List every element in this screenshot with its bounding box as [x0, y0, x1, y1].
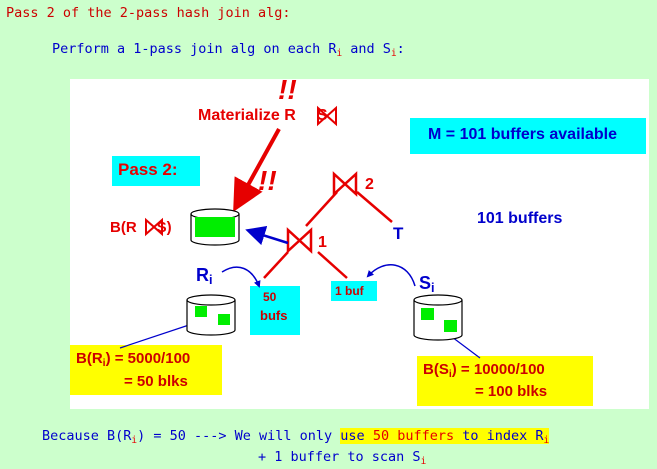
output-arrow-icon [245, 225, 289, 246]
disk-cylinder-icon [413, 294, 463, 341]
si-main: S [419, 273, 432, 293]
join-bowtie-icon [317, 105, 337, 127]
footer-line1: Because B(Ri) = 50 ---> We will only use… [42, 428, 550, 446]
pass2-label: Pass 2: [118, 160, 178, 179]
footer-line2: + 1 buffer to scan Si [258, 449, 427, 467]
ri-main: R [196, 265, 209, 285]
footer-mid: ) = 50 ---> We will only [137, 428, 341, 444]
bang-top: !! [278, 74, 297, 105]
header-title: Pass 2 of the 2-pass hash join alg: [6, 5, 291, 21]
subtitle-text-and: and S [342, 41, 391, 57]
memory-label: M = 101 buffers available [428, 126, 617, 143]
bri-line1: B(Ri) = 5000/100 [76, 350, 191, 369]
materialize-arrow-icon [233, 128, 281, 213]
footer-hl-sub: i [543, 435, 550, 446]
buf1-label: 1 buf [335, 284, 364, 298]
ri-sub: i [209, 273, 213, 287]
bri-sub: i [102, 357, 106, 369]
edge-join1-bufs50 [263, 251, 289, 279]
si-curve-arrow-icon [366, 264, 416, 287]
si-label: Si [419, 273, 435, 294]
ri-label: Ri [196, 265, 213, 286]
memory-box [410, 118, 646, 154]
edge-join2-join1 [305, 191, 338, 227]
ri-curve-arrow-icon [221, 266, 261, 288]
b-rs-suffix: S) [156, 219, 172, 236]
join-bowtie-icon [332, 171, 358, 197]
bri-line2: = 50 blks [124, 373, 188, 390]
bri-prefix: B(R [76, 350, 103, 367]
t-label: T [393, 224, 404, 243]
bufs50-box [250, 286, 300, 335]
footer-sub: i [131, 435, 138, 446]
footer-hl-50: 50 buffers [372, 428, 455, 444]
join-bowtie-icon [145, 217, 163, 237]
join-bowtie-icon [286, 227, 313, 254]
bsi-prefix: B(S [423, 361, 449, 378]
disk-cylinder-icon [190, 208, 240, 246]
footer-line2-sub: i [420, 456, 427, 467]
b-rs-label: B(R S) [110, 219, 172, 236]
materialize-suffix: S [316, 107, 328, 124]
bufs50-num: 50 [263, 290, 277, 304]
materialize-label: Materialize R S [198, 107, 327, 125]
bsi-suffix: ) = 10000/100 [451, 361, 545, 378]
bri-suffix: ) = 5000/100 [105, 350, 191, 367]
tree-edges [263, 191, 393, 279]
join1-number: 1 [318, 234, 327, 251]
footer-prefix: Because B(R [42, 428, 132, 444]
bsi-sub: i [448, 368, 452, 380]
edge-join1-buf1 [317, 251, 348, 279]
bsi-box [417, 356, 593, 406]
subtitle-sub-s: i [390, 48, 397, 59]
header-subtitle: Perform a 1-pass join alg on each Ri and… [52, 41, 405, 59]
footer-line2-text: + 1 buffer to scan S [258, 449, 421, 465]
subtitle-sub-r: i [336, 48, 343, 59]
materialize-prefix: Materialize R [198, 107, 296, 124]
join2-number: 2 [365, 176, 374, 193]
edge-join2-t [356, 191, 393, 223]
bri-box [70, 345, 222, 395]
pass2-box [112, 156, 200, 186]
bsi-line1: B(Si) = 10000/100 [423, 361, 545, 380]
footer-hl-a: use [340, 428, 373, 444]
disk-cylinder-icon [186, 294, 236, 336]
bri-pointer-icon [119, 320, 200, 349]
b-rs-prefix: B(R [110, 219, 137, 236]
si-sub: i [431, 281, 435, 295]
bang-mid: !! [258, 165, 277, 196]
subtitle-colon: : [396, 41, 405, 57]
subtitle-text: Perform a 1-pass join alg on each R [52, 41, 337, 57]
bsi-line2: = 100 blks [475, 383, 548, 400]
buf1-box [331, 281, 377, 301]
bufs50-unit: bufs [260, 308, 288, 323]
footer-hl-b: to index R [454, 428, 544, 444]
buffers-101-label: 101 buffers [477, 210, 563, 227]
